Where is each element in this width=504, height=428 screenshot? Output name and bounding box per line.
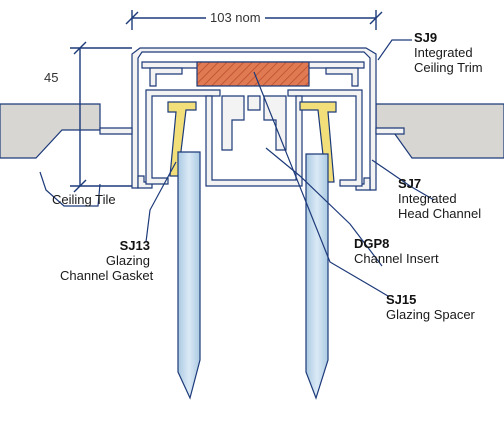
label-sj13-line2: Channel Gasket: [60, 268, 154, 283]
label-sj9-line2: Ceiling Trim: [414, 60, 483, 75]
label-sj15-code: SJ15: [386, 292, 417, 307]
label-sj13-line1: Glazing: [105, 253, 150, 268]
height-dimension: [70, 41, 132, 193]
label-dgp8: DGP8 Channel Insert: [354, 236, 439, 266]
label-sj7-line1: Integrated: [398, 191, 457, 206]
glass-pane-left: [177, 151, 201, 400]
label-ceiling-tile-line1: Ceiling Tile: [52, 192, 116, 207]
ceiling-tile-left: [0, 103, 101, 159]
label-sj13-code: SJ13: [119, 238, 150, 253]
leader-lines: [39, 39, 435, 297]
label-sj15-line1: Glazing Spacer: [386, 307, 475, 322]
label-sj9-line1: Integrated: [414, 45, 473, 60]
glass-pane-right: [305, 153, 329, 400]
glazing-spacer: [196, 61, 310, 87]
label-sj7: SJ7 Integrated Head Channel: [398, 176, 481, 221]
label-sj9: SJ9 Integrated Ceiling Trim: [414, 30, 483, 75]
label-ceiling-tile: Ceiling Tile: [52, 192, 116, 207]
label-sj9-code: SJ9: [414, 30, 438, 45]
label-sj7-line2: Head Channel: [398, 206, 482, 221]
width-dimension-label: 103 nom: [206, 10, 265, 25]
label-sj13: SJ13 Glazing Channel Gasket: [60, 238, 154, 283]
label-sj7-code: SJ7: [398, 176, 422, 191]
height-dimension-label: 45: [44, 70, 59, 85]
label-dgp8-code: DGP8: [354, 236, 390, 251]
label-dgp8-line1: Channel Insert: [354, 251, 439, 266]
label-sj15: SJ15 Glazing Spacer: [386, 292, 475, 322]
